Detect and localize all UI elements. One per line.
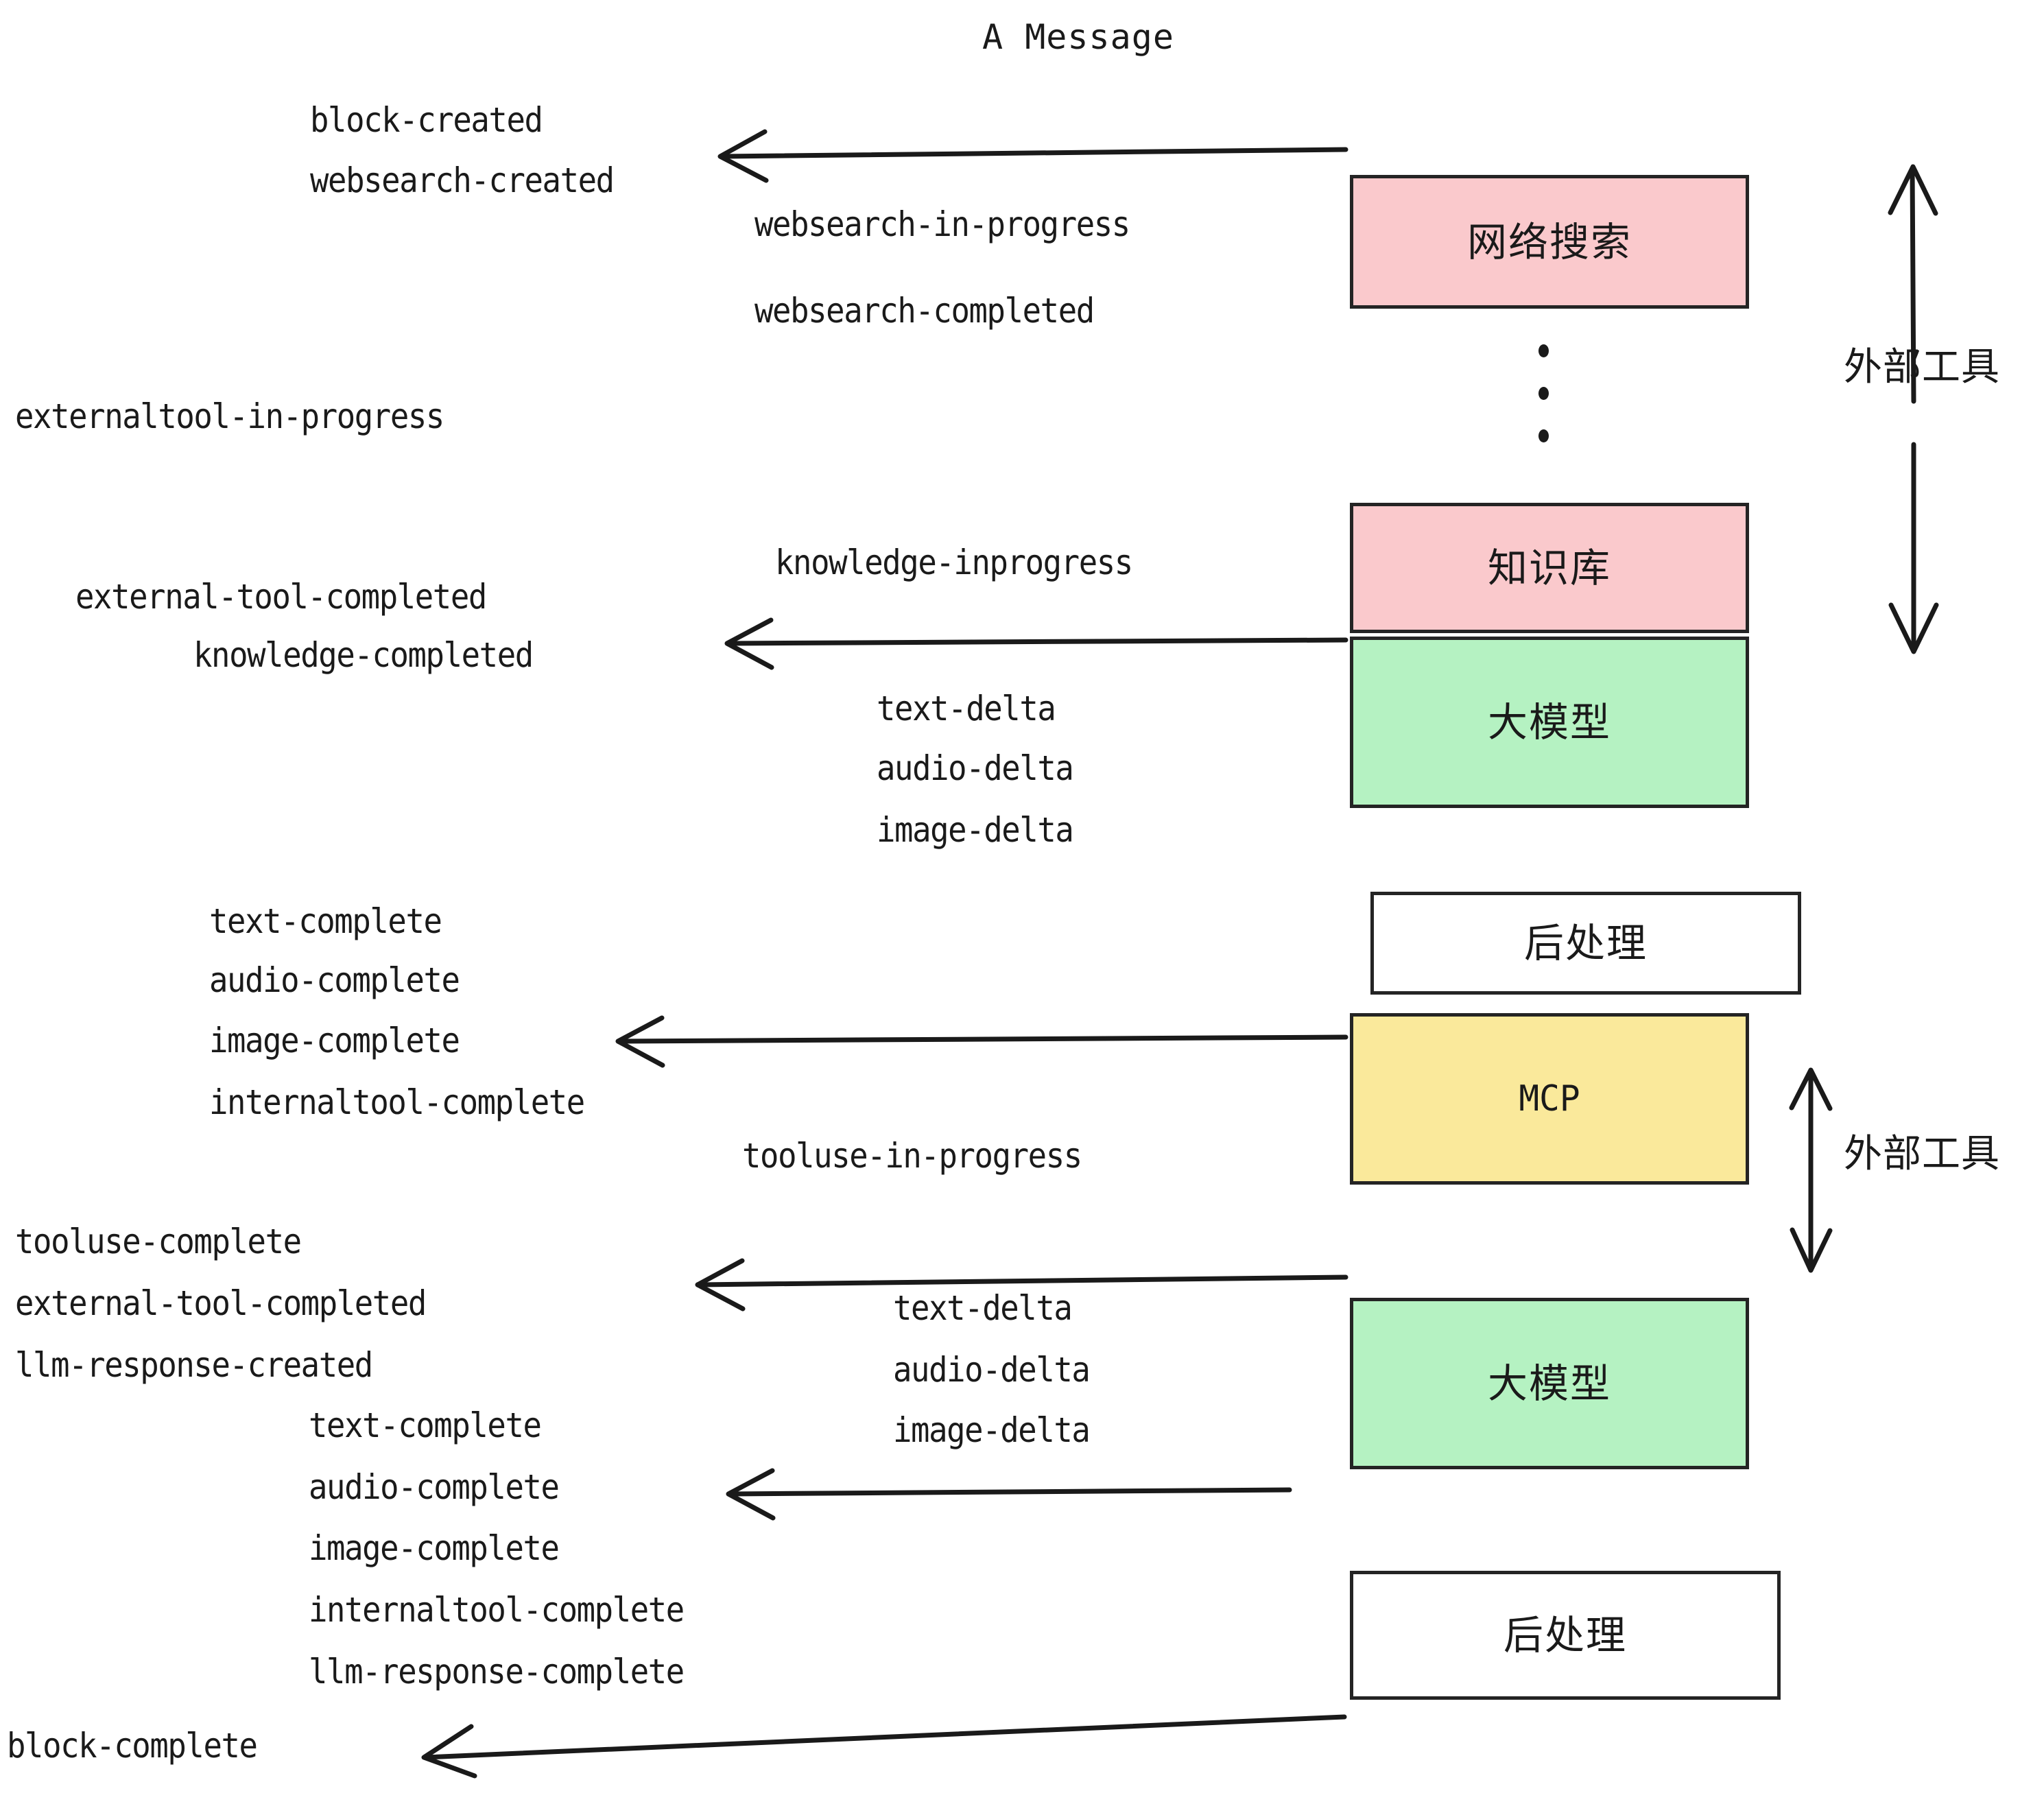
arrow-head-knowledge-completed <box>724 617 774 670</box>
node-box-llm-lower[interactable]: 大模型 <box>1350 1298 1749 1469</box>
event-label-internaltool-complete-1: internaltool-complete <box>209 1082 585 1123</box>
arrow-line-tooluse-complete <box>697 1274 1348 1287</box>
node-box-websearch[interactable]: 网络搜索 <box>1350 175 1749 309</box>
event-label-external-tool-completed-2: external-tool-completed <box>15 1283 427 1324</box>
node-label: 大模型 <box>1487 699 1611 746</box>
arrow-line-knowledge-completed <box>726 637 1348 646</box>
event-label-audio-complete-1: audio-complete <box>209 960 460 1001</box>
event-label-image-delta-1: image-delta <box>877 809 1074 851</box>
arrow-head-external-tool-top-down <box>1888 602 1939 654</box>
diagram-title: A Message <box>982 17 1174 57</box>
event-label-websearch-in-progress: websearch-in-progress <box>754 204 1130 245</box>
node-label: 知识库 <box>1487 545 1611 591</box>
arrow-line-block-complete <box>423 1714 1347 1760</box>
event-label-block-created: block-created <box>310 99 543 141</box>
side-label-external-tool-top: 外部工具 <box>1844 345 2000 390</box>
event-label-text-delta-1: text-delta <box>877 688 1056 729</box>
event-label-websearch-created: websearch-created <box>310 160 615 201</box>
event-label-text-complete-1: text-complete <box>209 901 442 942</box>
node-label: 后处理 <box>1503 1612 1627 1659</box>
vertical-ellipsis-icon <box>1538 344 1549 442</box>
event-label-image-complete-1: image-complete <box>209 1020 460 1061</box>
event-label-llm-response-complete: llm-response-complete <box>309 1651 685 1692</box>
arrow-head-external-tool-top-up <box>1888 164 1938 216</box>
node-label: 后处理 <box>1523 920 1648 966</box>
node-box-llm-upper[interactable]: 大模型 <box>1350 637 1749 808</box>
arrow-head-audio-complete <box>726 1468 776 1521</box>
node-box-knowledgebase[interactable]: 知识库 <box>1350 503 1749 633</box>
arrow-head-external-tool-bottom-down <box>1790 1227 1833 1273</box>
arrow-head-block-complete <box>421 1724 477 1779</box>
event-label-text-complete-2: text-complete <box>309 1405 542 1446</box>
event-label-audio-delta-1: audio-delta <box>877 748 1074 789</box>
event-label-websearch-completed: websearch-completed <box>754 290 1095 331</box>
arrow-head-external-tool-bottom-up <box>1789 1067 1833 1111</box>
event-label-image-delta-2: image-delta <box>893 1410 1091 1451</box>
event-label-internaltool-complete-2: internaltool-complete <box>309 1589 685 1630</box>
arrow-line-websearch-created <box>720 147 1348 159</box>
arrow-head-websearch-created <box>717 129 769 183</box>
arrow-line-audio-complete <box>728 1487 1292 1497</box>
event-label-audio-complete-2: audio-complete <box>309 1467 560 1508</box>
node-label: MCP <box>1519 1078 1580 1119</box>
event-label-tooluse-in-progress: tooluse-in-progress <box>742 1135 1082 1176</box>
event-label-audio-delta-2: audio-delta <box>893 1349 1091 1390</box>
arrow-head-tooluse-complete <box>695 1258 746 1312</box>
event-label-tooluse-complete: tooluse-complete <box>15 1221 302 1262</box>
event-label-externaltool-in-progress: externaltool-in-progress <box>15 396 444 437</box>
arrow-head-image-complete <box>615 1015 665 1068</box>
event-label-text-delta-2: text-delta <box>893 1287 1073 1329</box>
event-label-llm-response-created: llm-response-created <box>15 1344 373 1386</box>
event-label-knowledge-inprogress: knowledge-inprogress <box>775 542 1133 583</box>
node-box-postprocess-upper[interactable]: 后处理 <box>1370 892 1801 995</box>
event-label-external-tool-completed-1: external-tool-completed <box>75 576 487 617</box>
node-label: 网络搜索 <box>1466 218 1632 265</box>
side-label-external-tool-bottom: 外部工具 <box>1844 1132 2000 1176</box>
node-label: 大模型 <box>1487 1360 1611 1407</box>
arrow-line-image-complete <box>617 1034 1348 1044</box>
event-label-knowledge-completed: knowledge-completed <box>193 634 534 676</box>
node-box-postprocess-lower[interactable]: 后处理 <box>1350 1571 1781 1700</box>
node-box-mcp[interactable]: MCP <box>1350 1013 1749 1185</box>
event-label-image-complete-2: image-complete <box>309 1528 560 1569</box>
event-label-block-complete: block-complete <box>7 1725 258 1766</box>
